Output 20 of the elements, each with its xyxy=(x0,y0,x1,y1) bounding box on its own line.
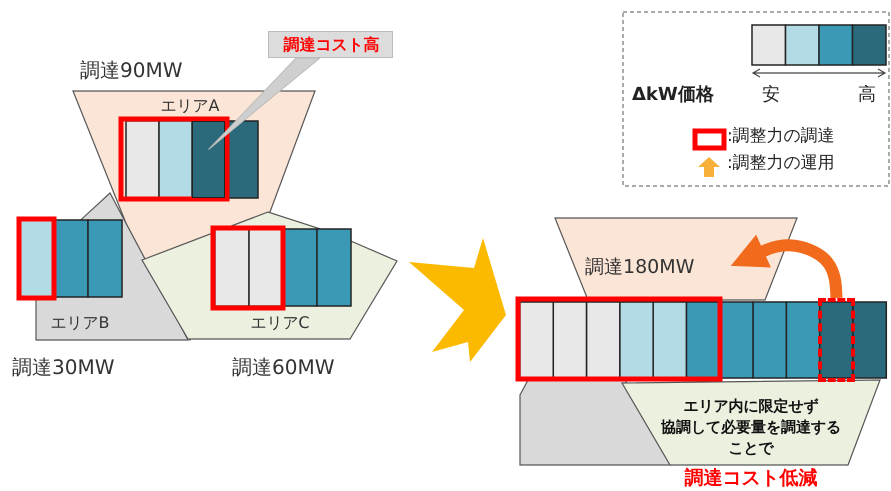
scale-label: 高 xyxy=(858,84,876,106)
legend-title: ΔkW価格 xyxy=(632,84,714,106)
procurement-amount: 調達60MW xyxy=(232,355,334,379)
highlight-text: 調達コスト低減 xyxy=(684,467,818,490)
price-bar xyxy=(192,121,225,198)
area-label: エリアB xyxy=(50,313,110,332)
callout-text: 調達コスト高 xyxy=(282,35,380,54)
callout-pointer xyxy=(208,58,322,150)
area-label: 調達180MW xyxy=(585,256,696,279)
area-label: エリアA xyxy=(160,96,220,116)
note-text: 協調して必要量を調達する xyxy=(660,418,842,436)
procurement-amount: 調達90MW xyxy=(80,58,182,82)
legend-text: :調整力の調達 xyxy=(727,126,835,146)
note-text: ことで xyxy=(728,439,775,457)
callout-box xyxy=(268,31,393,58)
legend-text: :調整力の運用 xyxy=(727,153,835,174)
procurement-amount: 調達30MW xyxy=(12,355,114,379)
area-label: エリアC xyxy=(249,313,311,332)
scale-label: 安 xyxy=(762,84,780,106)
note-text: エリア内に限定せず xyxy=(682,397,820,415)
